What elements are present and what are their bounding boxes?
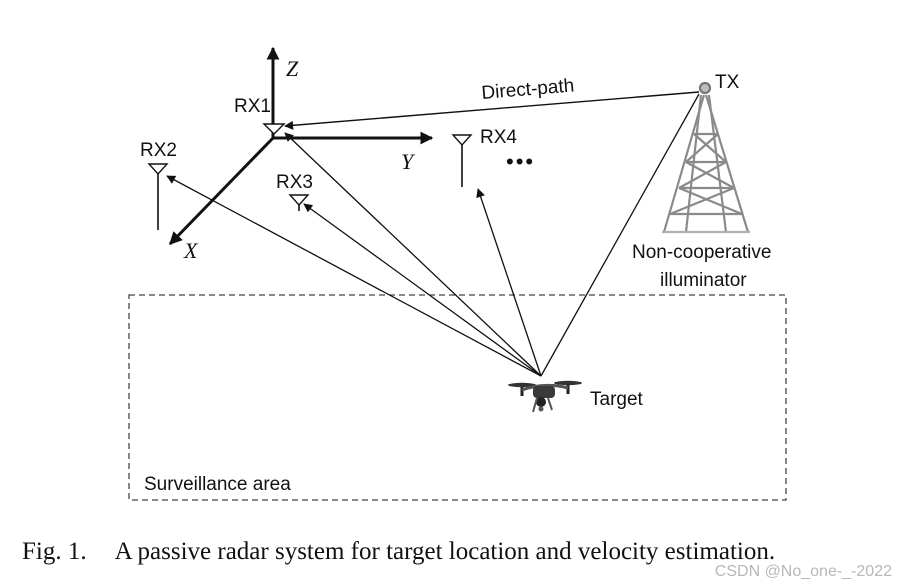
target-label: Target bbox=[590, 389, 644, 410]
receiver-rx3-label: RX3 bbox=[276, 172, 313, 193]
receiver-rx4-label: RX4 bbox=[480, 127, 517, 148]
figure-caption: Fig. 1. A passive radar system for target… bbox=[22, 538, 892, 566]
surveillance-area-box bbox=[128, 294, 787, 501]
y-axis-label: Y bbox=[401, 149, 416, 174]
figure-number: Fig. 1. bbox=[22, 538, 87, 565]
tower-icon bbox=[662, 81, 750, 234]
receiver-rx2: RX2 bbox=[140, 140, 177, 230]
antenna-icon bbox=[262, 123, 286, 135]
tx-to-target-path bbox=[540, 93, 700, 377]
receiver-rx1-label: RX1 bbox=[234, 96, 271, 117]
receiver-rx4: RX4 bbox=[451, 127, 517, 187]
x-axis-label: X bbox=[183, 238, 199, 263]
more-receivers-ellipsis: ••• bbox=[506, 149, 535, 174]
tx-label: TX bbox=[715, 72, 740, 93]
watermark: CSDN @No_one-_-2022 bbox=[714, 563, 892, 580]
surveillance-area-label: Surveillance area bbox=[144, 474, 291, 495]
signal-paths bbox=[166, 93, 700, 377]
direct-path-label: Direct-path bbox=[481, 75, 575, 104]
antenna-icon bbox=[451, 134, 473, 147]
transmitter-tower: TX Non-cooperative illuminator bbox=[632, 72, 771, 291]
target-to-rx3-path bbox=[303, 203, 542, 377]
drone-icon bbox=[508, 380, 582, 413]
coordinate-axes: Z Y X bbox=[168, 46, 434, 263]
antenna-icon bbox=[147, 163, 169, 176]
antenna-icon bbox=[288, 194, 310, 207]
caption-text: A passive radar system for target locati… bbox=[114, 538, 776, 565]
receiver-rx1: RX1 bbox=[234, 96, 286, 135]
illuminator-label-line2: illuminator bbox=[660, 270, 747, 291]
receiver-rx2-label: RX2 bbox=[140, 140, 177, 161]
target-to-rx4-path bbox=[476, 188, 542, 377]
x-axis bbox=[168, 136, 275, 246]
target-to-rx2-path bbox=[166, 175, 542, 377]
target-to-rx1-path bbox=[284, 132, 542, 377]
direct-path-arrow bbox=[284, 91, 700, 130]
z-axis-label: Z bbox=[286, 56, 299, 81]
illuminator-label-line1: Non-cooperative bbox=[632, 242, 771, 263]
receiver-rx3: RX3 bbox=[276, 172, 313, 211]
